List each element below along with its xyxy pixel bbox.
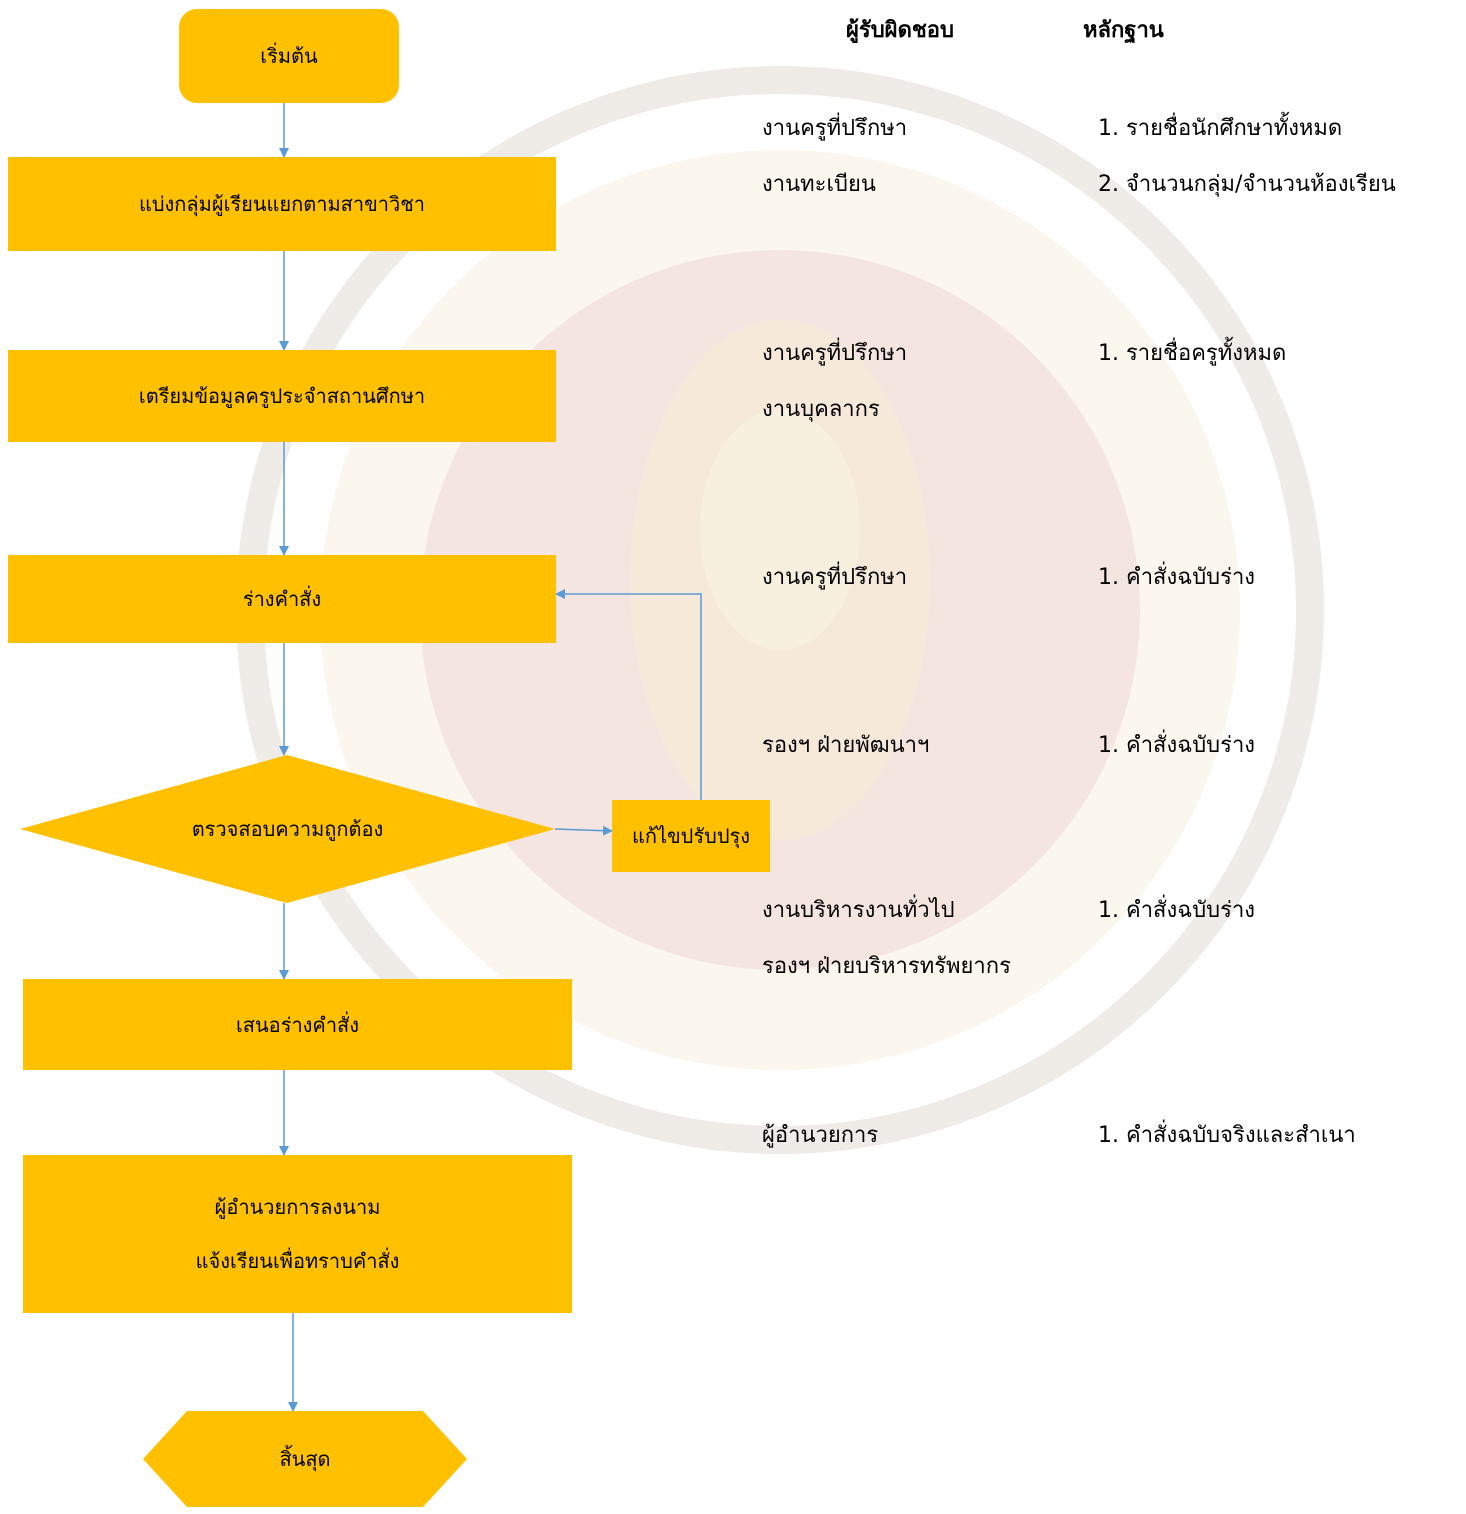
step-prepare-teachers: เตรียมข้อมูลครูประจำสถานศึกษา [8, 350, 556, 442]
responsible-text: งานครูที่ปรึกษา [762, 341, 908, 366]
responsible-text: งานบุคลากร [762, 397, 880, 422]
step-draft-order: ร่างคำสั่ง [8, 555, 556, 643]
step-group-students: แบ่งกลุ่มผู้เรียนแยกตามสาขาวิชา [8, 157, 556, 251]
evidence-text: 1. คำสั่งฉบับร่าง [1098, 733, 1256, 758]
decision-diamond [20, 755, 555, 903]
decision-label-wrap: ตรวจสอบความถูกต้อง [20, 755, 555, 903]
responsible-text: งานบริหารงานทั่วไป [762, 898, 955, 923]
end-label: สิ้นสุด [279, 1447, 331, 1471]
step-director-sign: ผู้อำนวยการลงนาม แจ้งเรียนเพื่อทราบคำสั่… [23, 1155, 572, 1313]
step1-label: แบ่งกลุ่มผู้เรียนแยกตามสาขาวิชา [138, 192, 426, 216]
evidence-header: หลักฐาน [1083, 18, 1164, 43]
responsible-text: งานครูที่ปรึกษา [762, 116, 908, 141]
arrow-decision-fix [554, 825, 613, 836]
responsible-text: งานครูที่ปรึกษา [762, 565, 908, 590]
responsible-text: งานทะเบียน [762, 172, 876, 197]
step4-label: เสนอร่างคำสั่ง [235, 1012, 360, 1037]
responsible-text: รองฯ ฝ่ายพัฒนาฯ [762, 733, 930, 758]
evidence-text: 2. จำนวนกลุ่ม/จำนวนห้องเรียน [1098, 172, 1396, 197]
evidence-text: 1. คำสั่งฉบับจริงและสำเนา [1098, 1123, 1356, 1148]
end-terminator [143, 1411, 467, 1507]
step-revise: แก้ไขปรับปรุง [612, 800, 770, 872]
evidence-text: 1. รายชื่อครูทั้งหมด [1098, 341, 1287, 366]
responsible-text: ผู้อำนวยการ [762, 1123, 879, 1148]
step5-label-line1: ผู้อำนวยการลงนาม [214, 1195, 381, 1219]
evidence-text: 1. คำสั่งฉบับร่าง [1098, 898, 1256, 923]
evidence-text: 1. รายชื่อนักศึกษาทั้งหมด [1098, 116, 1343, 141]
decision-label: ตรวจสอบความถูกต้อง [191, 817, 384, 841]
end-label-wrap: สิ้นสุด [143, 1411, 467, 1507]
responsible-text: รองฯ ฝ่ายบริหารทรัพยากร [762, 954, 1011, 979]
step-propose-draft: เสนอร่างคำสั่ง [23, 979, 572, 1070]
fix-label: แก้ไขปรับปรุง [631, 824, 751, 848]
start-label: เริ่มต้น [260, 44, 318, 68]
step3-label: ร่างคำสั่ง [242, 587, 322, 611]
start-node: เริ่มต้น [179, 9, 399, 103]
step2-label: เตรียมข้อมูลครูประจำสถานศึกษา [138, 384, 426, 408]
arrow-fix-step3 [555, 589, 702, 800]
responsible-header: ผู้รับผิดชอบ [846, 18, 954, 43]
evidence-text: 1. คำสั่งฉบับร่าง [1098, 565, 1256, 590]
step5-label-line2: แจ้งเรียนเพื่อทราบคำสั่ง [195, 1249, 400, 1273]
